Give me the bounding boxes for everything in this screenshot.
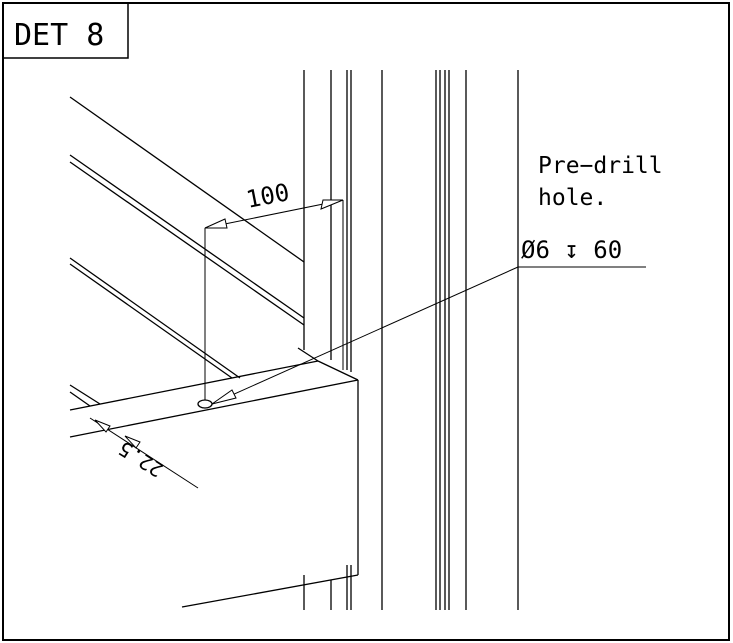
beam-block <box>69 347 359 608</box>
vertical-post-lines <box>303 70 519 610</box>
leader-line <box>211 266 519 405</box>
rail-line <box>69 154 305 319</box>
dimension-100 <box>204 199 344 400</box>
arrowhead <box>94 419 111 433</box>
dimension-225 <box>89 417 199 489</box>
annotation-line1: Pre−drill <box>538 153 663 179</box>
beam-front-top <box>69 379 359 438</box>
pre-drill-hole <box>197 399 213 409</box>
rail-end <box>69 384 101 405</box>
rail-line <box>69 161 305 326</box>
arrowhead <box>204 218 228 229</box>
rail-line <box>69 257 241 379</box>
rail-end <box>69 391 91 407</box>
rail-line <box>69 263 233 379</box>
diagonal-rails <box>69 96 305 379</box>
annotation-line2: hole. <box>538 185 607 211</box>
beam-top-side <box>317 360 359 381</box>
rail-line <box>69 96 305 263</box>
drill-callout: Ø6 ↧ 60 <box>521 236 622 264</box>
beam-top-back <box>69 360 319 411</box>
dimension-225-label: 22.5 <box>114 436 168 482</box>
arrowhead <box>124 435 141 449</box>
arrowhead <box>320 199 344 210</box>
detail-title: DET 8 <box>14 18 104 53</box>
callout-leader <box>211 266 646 405</box>
post-base <box>297 347 319 362</box>
leader-arrowhead <box>211 389 237 405</box>
dimension-100-label: 100 <box>244 178 292 214</box>
dimension-line <box>204 199 344 229</box>
title-box <box>3 3 129 59</box>
beam-bottom <box>181 574 359 608</box>
